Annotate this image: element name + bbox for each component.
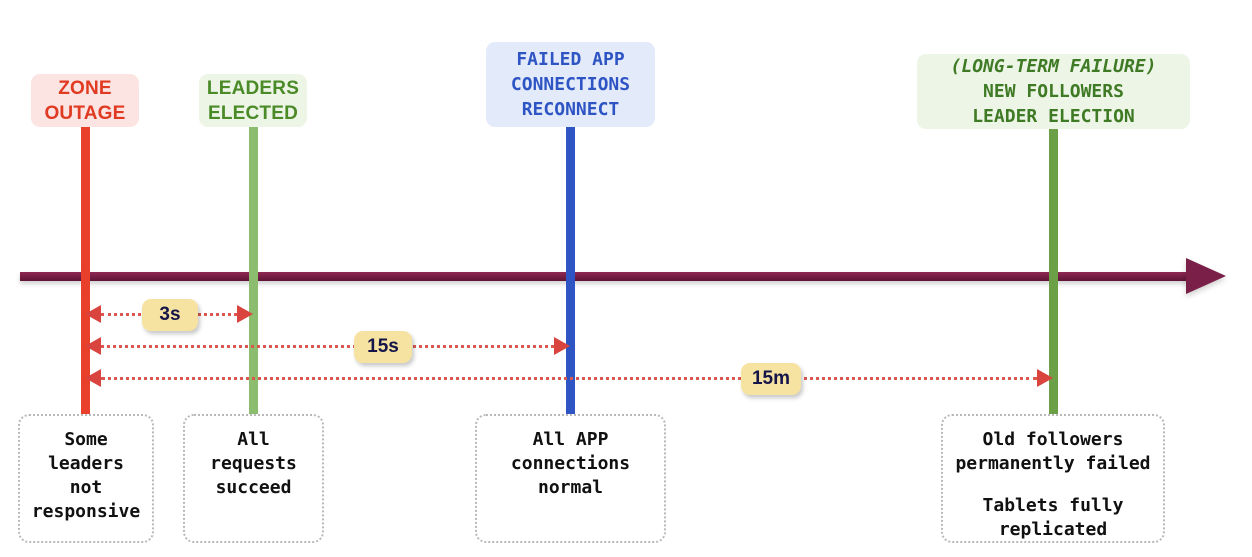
milestone-label-line: LEADER ELECTION xyxy=(972,106,1135,127)
milestone-label-leaders-elected: LEADERS ELECTED xyxy=(199,74,307,127)
event-line-leaders-elected xyxy=(249,127,258,419)
timeline-axis-line xyxy=(20,272,1200,281)
milestone-label-long-term-failure-leader-election: (LONG-TERM FAILURE) NEW FOLLOWERS LEADER… xyxy=(917,54,1190,129)
duration-badge-3s: 3s xyxy=(142,299,198,331)
detail-line: not xyxy=(69,477,103,498)
measure-arrowhead-left-icon xyxy=(85,369,101,387)
detail-line: replicated xyxy=(998,519,1108,540)
measure-arrowhead-right-icon xyxy=(237,305,253,323)
milestone-label-line: ELECTED xyxy=(207,102,299,124)
duration-badge-15s: 15s xyxy=(354,331,412,363)
milestone-label-line: OUTAGE xyxy=(44,102,126,124)
milestone-label-line: CONNECTIONS xyxy=(510,74,631,95)
measure-arrowhead-left-icon xyxy=(85,305,101,323)
detail-line: responsive xyxy=(31,501,141,522)
milestone-label-failed-app-connections-reconnect: FAILED APP CONNECTIONS RECONNECT xyxy=(486,42,655,127)
detail-line: connections xyxy=(510,453,631,474)
timeline-axis-arrowhead-icon xyxy=(1186,258,1226,294)
duration-measure-15m xyxy=(85,367,1053,391)
detail-box-zone-outage: Some leaders not responsive xyxy=(18,414,154,543)
detail-line: leaders xyxy=(48,453,124,474)
milestone-label-line: ZONE xyxy=(58,77,112,99)
measure-dotted-line xyxy=(101,345,554,348)
milestone-label-line: LEADERS xyxy=(206,77,300,99)
detail-line: Tablets fully xyxy=(982,495,1124,516)
detail-box-failed-app-connections-reconnect: All APP connections normal xyxy=(475,414,666,543)
milestone-label-line: (LONG-TERM FAILURE) xyxy=(950,56,1157,77)
detail-line: All APP xyxy=(532,429,609,450)
detail-line: Some xyxy=(64,429,108,450)
detail-line: succeed xyxy=(215,477,292,498)
event-line-zone-outage xyxy=(81,127,90,419)
detail-line: normal xyxy=(537,477,604,498)
duration-measure-15s xyxy=(85,335,570,359)
measure-arrowhead-right-icon xyxy=(1037,369,1053,387)
measure-dotted-line xyxy=(101,377,1037,380)
milestone-label-line: NEW FOLLOWERS xyxy=(983,81,1124,102)
detail-box-leaders-elected: All requests succeed xyxy=(183,414,324,543)
detail-line: Old followers xyxy=(982,429,1124,450)
detail-line: All xyxy=(237,429,270,450)
event-line-failed-app-connections-reconnect xyxy=(566,127,575,419)
detail-line: requests xyxy=(210,453,297,474)
detail-spacer xyxy=(943,476,1163,494)
milestone-label-line: RECONNECT xyxy=(521,99,620,120)
event-line-long-term-failure-leader-election xyxy=(1049,129,1058,419)
detail-box-long-term-failure-leader-election: Old followers permanently failed Tablets… xyxy=(941,414,1165,543)
milestone-label-line: FAILED APP xyxy=(516,49,625,70)
detail-line: permanently failed xyxy=(955,453,1151,474)
duration-badge-15m: 15m xyxy=(741,363,801,395)
measure-arrowhead-left-icon xyxy=(85,337,101,355)
measure-arrowhead-right-icon xyxy=(554,337,570,355)
milestone-label-zone-outage: ZONE OUTAGE xyxy=(31,74,139,127)
